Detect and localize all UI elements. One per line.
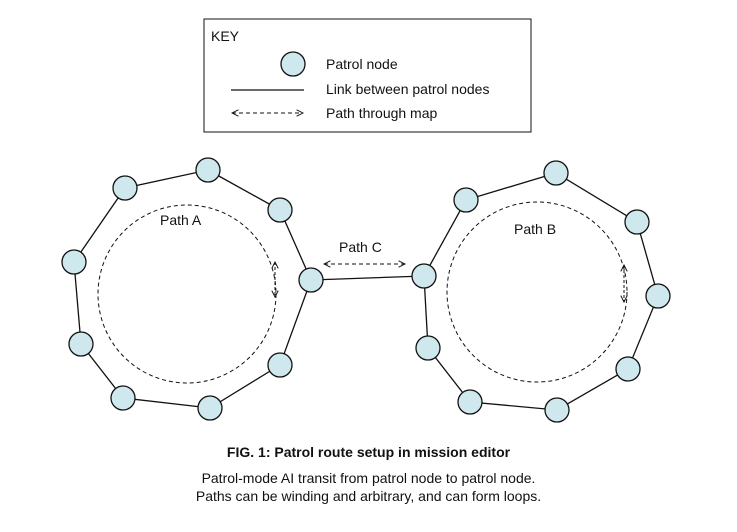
patrol-node (110, 385, 136, 411)
patrol-node (645, 283, 671, 309)
patrol-node (267, 352, 293, 378)
path-c-label: Path C (339, 239, 382, 255)
patrol-node (267, 197, 293, 223)
patrol-node (624, 209, 650, 235)
patrol-node (453, 187, 479, 213)
key-node-label: Patrol node (326, 56, 398, 72)
path-a-label: Path A (160, 212, 202, 228)
patrol-node (68, 331, 94, 357)
patrol-node (298, 267, 324, 293)
key-link-label: Link between patrol nodes (326, 81, 489, 97)
patrol-node (457, 389, 483, 415)
key-title: KEY (211, 28, 240, 44)
left-loop-links (73, 169, 312, 409)
key-node-icon (280, 51, 306, 77)
patrol-node (543, 160, 569, 186)
patrol-node (195, 157, 221, 183)
patrol-node (411, 263, 437, 289)
patrol-node (415, 335, 441, 361)
path-a-loop (97, 204, 277, 384)
bridge-link (310, 275, 425, 281)
figure-caption-title: FIG. 1: Patrol route setup in mission ed… (226, 444, 511, 460)
patrol-node (112, 175, 138, 201)
path-b-label: Path B (514, 221, 556, 237)
right-loop-links (423, 172, 659, 411)
figure-caption-line-2: Paths can be winding and arbitrary, and … (195, 488, 542, 504)
patrol-node (61, 249, 87, 275)
patrol-node (544, 397, 570, 423)
key-legend: KEY Patrol node Link between patrol node… (203, 18, 532, 133)
figure-caption-line-1: Patrol-mode AI transit from patrol node … (201, 470, 536, 486)
patrol-node (197, 395, 223, 421)
patrol-node (615, 356, 641, 382)
key-path-label: Path through map (326, 105, 438, 121)
